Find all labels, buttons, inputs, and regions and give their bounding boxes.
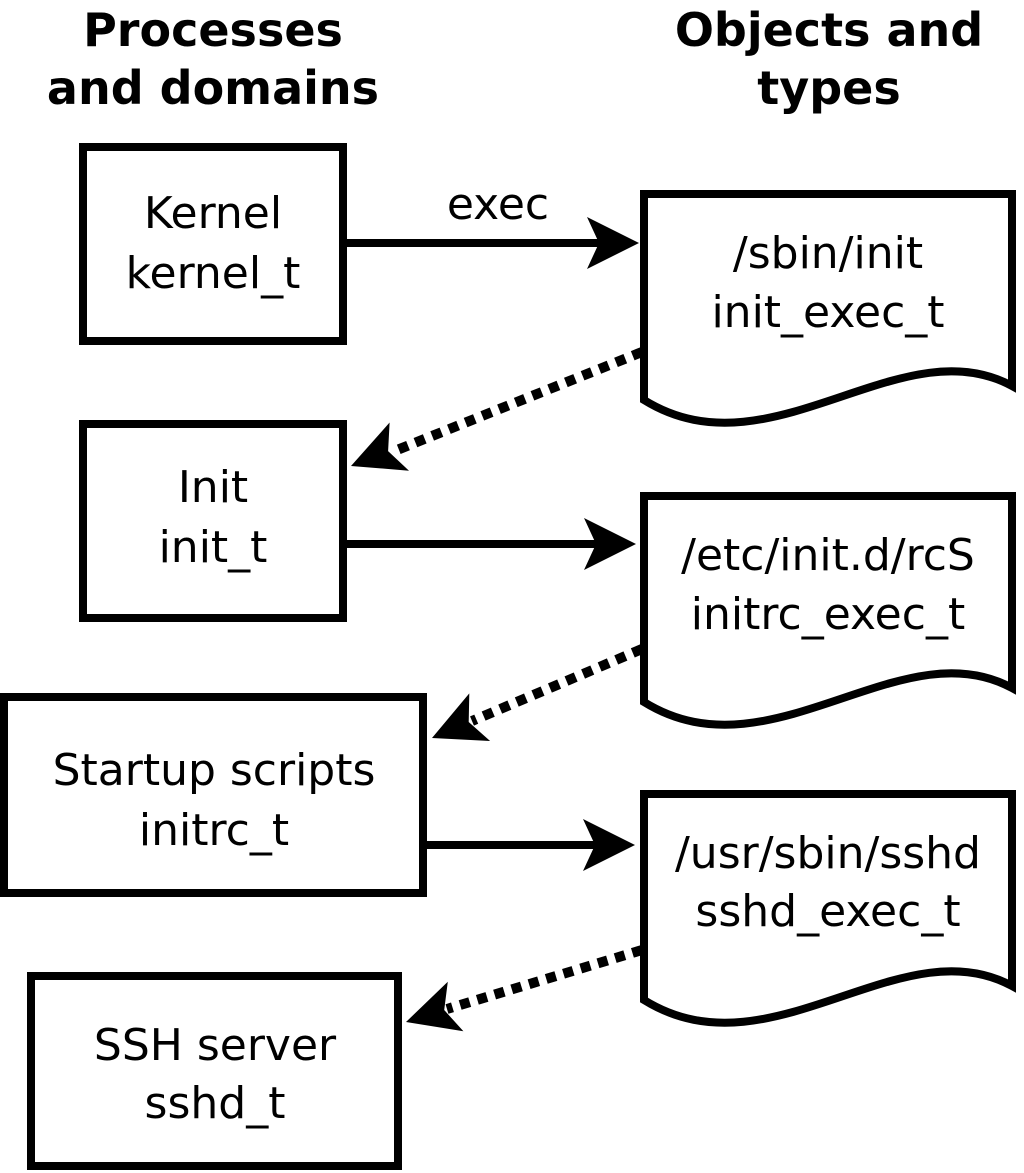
- exec-arrow-label: exec: [447, 179, 549, 230]
- process-box: [79, 420, 347, 622]
- object-path: /sbin/init: [733, 228, 923, 279]
- process-name: Kernel: [144, 188, 282, 239]
- process-name: SSH server: [94, 1020, 337, 1071]
- exec-arrow-kernel-to-sbin-init: exec: [347, 179, 639, 269]
- process-box: [79, 143, 347, 345]
- process-node-ssh-server: SSH server sshd_t: [27, 972, 402, 1170]
- process-domain-type: initrc_t: [139, 805, 289, 856]
- process-domain-type: kernel_t: [126, 248, 301, 299]
- process-box: [27, 972, 402, 1170]
- process-domain-type: sshd_t: [145, 1078, 286, 1129]
- exec-arrow-head-icon: [583, 819, 635, 871]
- object-path: /etc/init.d/rcS: [681, 530, 975, 581]
- exec-arrow-head-icon: [584, 518, 636, 570]
- exec-arrow-init-to-rcS: [347, 518, 636, 570]
- processes-header-line2: and domains: [47, 61, 379, 115]
- transition-arrow-shaft: [445, 945, 644, 1014]
- transition-arrow-sbin-init-to-init: [351, 347, 644, 471]
- transition-arrow-shaft: [470, 644, 644, 726]
- object-type: initrc_exec_t: [691, 589, 965, 640]
- processes-header-line1: Processes: [83, 3, 343, 57]
- objects-header-line2: types: [757, 61, 900, 115]
- exec-arrow-initrc-to-sshd: [427, 819, 635, 871]
- object-node-sbin-init: /sbin/init init_exec_t: [640, 190, 1016, 427]
- transition-arrow-head-icon: [406, 981, 464, 1032]
- process-name: Init: [178, 462, 248, 513]
- document-shape: [640, 492, 1016, 729]
- column-header-objects: Objects and types: [675, 3, 983, 115]
- object-type: init_exec_t: [711, 287, 944, 338]
- transition-arrow-head-icon: [432, 693, 491, 741]
- process-domain-type: init_t: [159, 522, 268, 573]
- transition-arrow-rcS-to-initrc: [432, 644, 644, 741]
- process-node-kernel: Kernel kernel_t: [79, 143, 347, 345]
- process-name: Startup scripts: [53, 745, 376, 796]
- document-shape: [640, 790, 1016, 1027]
- document-shape: [640, 190, 1016, 427]
- transition-arrow-head-icon: [351, 422, 409, 471]
- objects-header-line1: Objects and: [675, 3, 983, 57]
- object-node-usr-sbin-sshd: /usr/sbin/sshd sshd_exec_t: [640, 790, 1016, 1027]
- object-type: sshd_exec_t: [695, 886, 960, 937]
- object-path: /usr/sbin/sshd: [675, 828, 981, 879]
- process-box: [0, 693, 427, 897]
- column-header-processes: Processes and domains: [47, 3, 379, 115]
- transition-arrow-shaft: [390, 347, 644, 457]
- process-node-startup-scripts: Startup scripts initrc_t: [0, 693, 427, 897]
- process-node-init: Init init_t: [79, 420, 347, 622]
- transition-arrow-sshd-exec-to-sshd: [406, 945, 644, 1032]
- exec-arrow-head-icon: [587, 217, 639, 269]
- object-node-etc-init-d-rcS: /etc/init.d/rcS initrc_exec_t: [640, 492, 1016, 729]
